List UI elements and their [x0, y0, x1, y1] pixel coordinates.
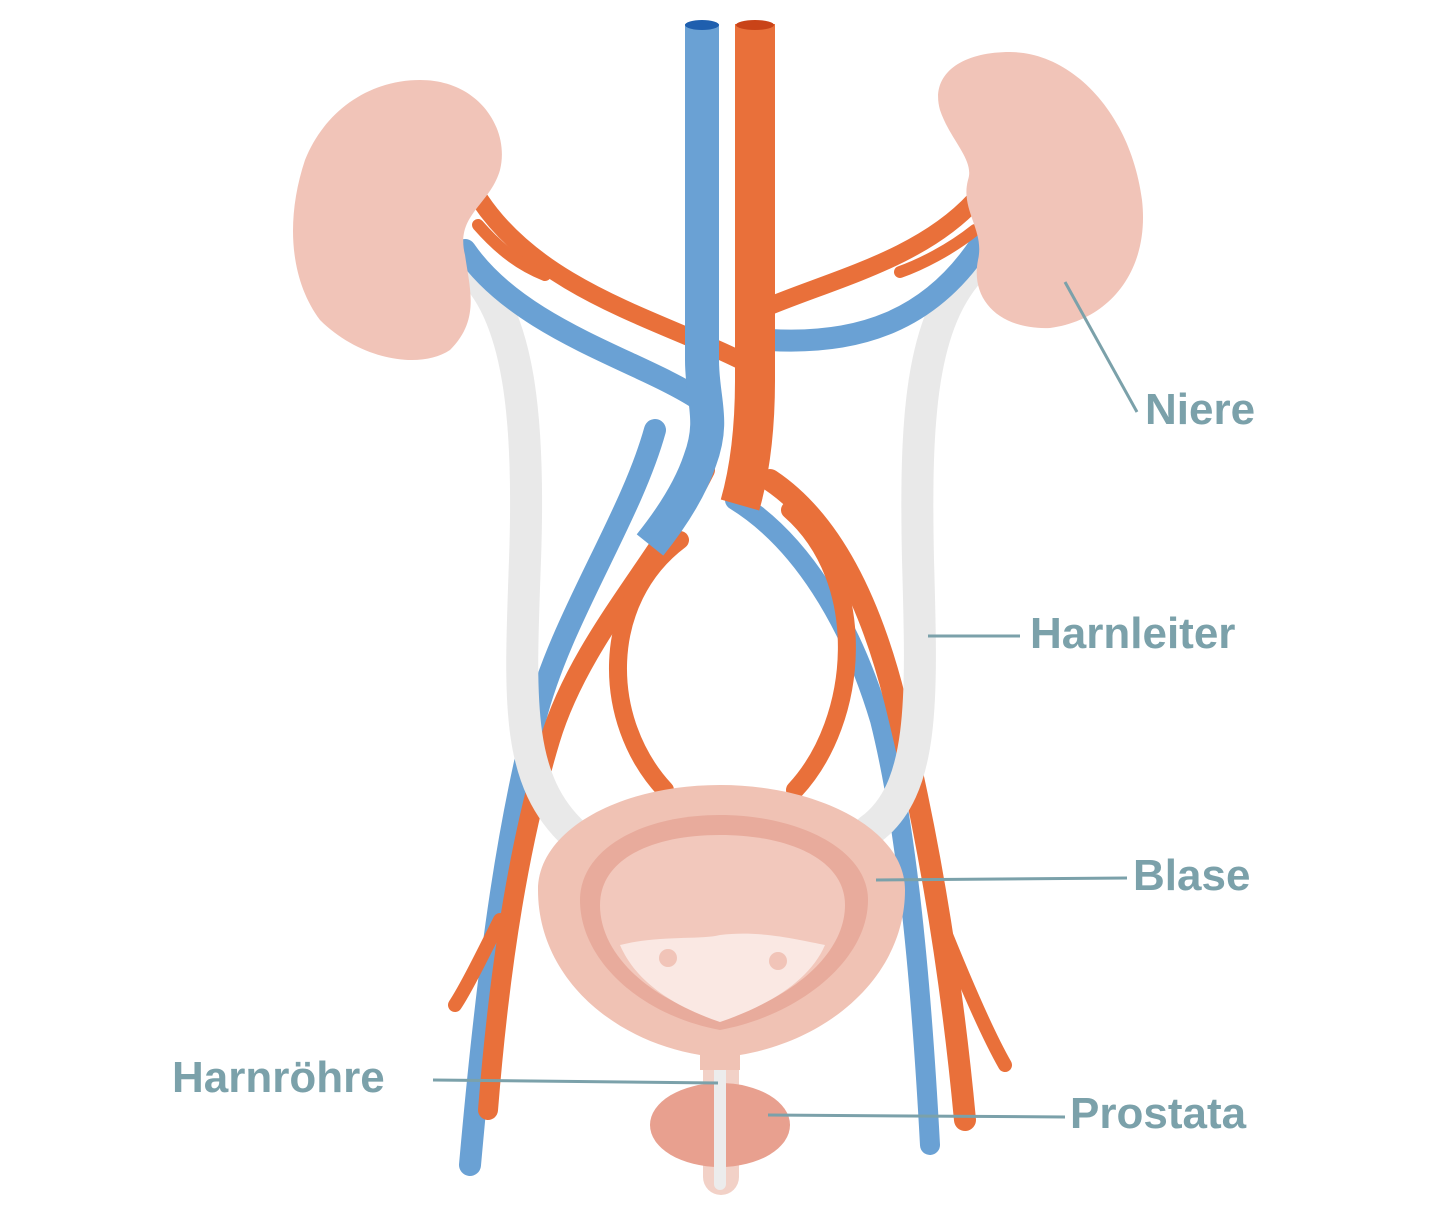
right-external-iliac-vein — [725, 490, 940, 1155]
right-ureter-orifice — [769, 952, 787, 970]
aorta-opening — [736, 20, 774, 30]
right-renal-artery-branch — [894, 224, 981, 278]
left-ureter-orifice — [659, 949, 677, 967]
leader-lines — [432, 281, 1139, 1119]
left-kidney — [293, 80, 502, 360]
label-harnleiter: Harnleiter — [1030, 609, 1235, 658]
aorta — [720, 24, 775, 511]
blase-leader — [875, 876, 1128, 882]
label-niere: Niere — [1145, 385, 1255, 434]
left-renal-vein — [454, 239, 711, 411]
right-renal-artery — [751, 191, 984, 319]
label-blase: Blase — [1133, 851, 1250, 900]
right-renal-vein — [759, 234, 991, 352]
internal-iliac-artery-loop — [609, 501, 856, 799]
right-kidney — [938, 52, 1144, 329]
right-ureter — [854, 249, 991, 846]
left-iliac-branch-artery — [448, 913, 507, 1012]
vena-cava-opening — [685, 20, 719, 30]
vena-cava — [636, 24, 725, 556]
harnroehre-leader — [432, 1078, 719, 1085]
label-prostata: Prostata — [1070, 1089, 1247, 1138]
right-iliac-branch-artery — [933, 913, 1012, 1072]
left-ureter — [449, 249, 591, 851]
right-external-iliac-artery — [759, 469, 976, 1131]
left-renal-artery-branch — [472, 219, 551, 281]
bladder — [538, 785, 905, 1070]
label-harnroehre: Harnröhre — [172, 1053, 385, 1102]
niere-leader — [1063, 281, 1139, 413]
right-iliac-vessels — [725, 469, 1012, 1155]
urethra-channel — [714, 1035, 726, 1190]
prostata-leader — [767, 1113, 1066, 1119]
